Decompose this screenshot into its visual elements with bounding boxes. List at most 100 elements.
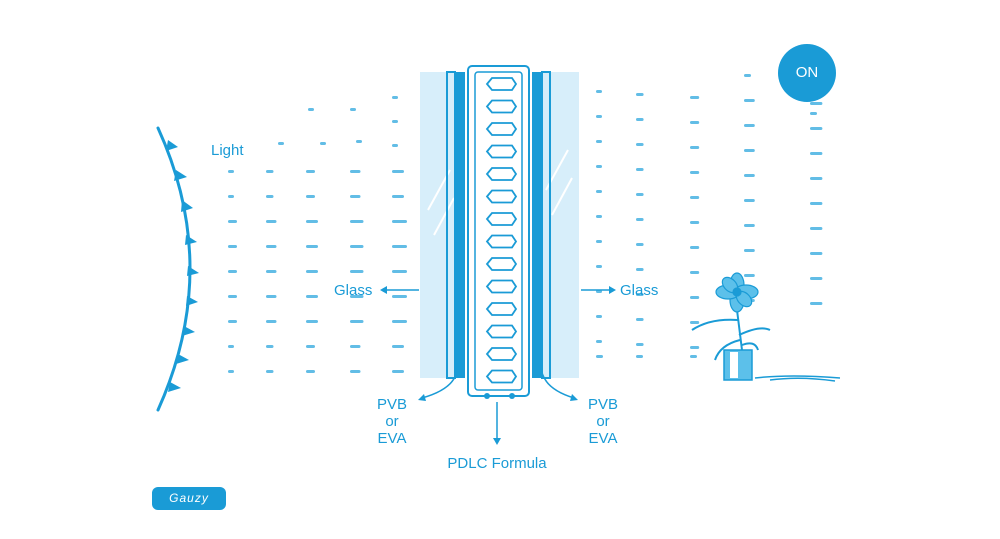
light-dash: [320, 142, 326, 145]
light-dash: [744, 224, 755, 227]
incoming-light-dashes: [228, 96, 407, 373]
light-dash: [810, 277, 823, 280]
light-dash: [690, 346, 700, 349]
pvb-label-right-line-1: PVB: [587, 396, 618, 413]
light-dash: [392, 320, 407, 323]
light-dash: [228, 370, 234, 373]
glass-pane-right: [537, 72, 579, 378]
light-dash: [690, 146, 700, 149]
light-dash: [228, 345, 234, 348]
light-dash: [690, 121, 700, 124]
light-dash: [690, 171, 700, 174]
label-arrows: [380, 286, 616, 445]
light-dash: [228, 320, 237, 323]
light-dash: [596, 315, 602, 318]
light-dash: [350, 320, 364, 323]
light-dash: [744, 99, 755, 102]
light-dash: [690, 221, 700, 224]
light-dash: [810, 202, 823, 205]
light-dash: [392, 295, 407, 298]
light-dash: [228, 195, 234, 198]
light-dash: [306, 270, 318, 273]
light-dash: [266, 320, 277, 323]
light-dash: [636, 143, 644, 146]
light-dash: [306, 195, 315, 198]
light-dash: [690, 271, 700, 274]
light-dash: [266, 370, 274, 373]
light-dash: [350, 270, 364, 273]
light-dash: [306, 345, 315, 348]
light-dash: [392, 170, 404, 173]
light-dash: [350, 370, 361, 373]
light-dash: [278, 142, 284, 145]
light-dash: [306, 170, 315, 173]
light-label: Light: [211, 142, 244, 159]
light-dash: [636, 93, 644, 96]
light-dash: [636, 355, 643, 358]
plant-in-pot: [691, 272, 841, 382]
light-dash: [596, 265, 602, 268]
light-dash: [636, 118, 644, 121]
light-dash: [596, 115, 602, 118]
smart-glass-stack: [420, 65, 579, 399]
liquid-crystal-cell: [485, 302, 518, 316]
light-dash: [350, 108, 356, 111]
light-dash: [810, 127, 823, 130]
light-dash: [306, 245, 318, 248]
liquid-crystal-cell: [485, 347, 518, 361]
light-dash: [596, 340, 602, 343]
light-dash: [596, 355, 603, 358]
light-dash: [810, 252, 823, 255]
light-dash: [636, 168, 644, 171]
liquid-crystals: [485, 77, 518, 384]
light-dash: [810, 112, 817, 115]
light-dash: [350, 195, 361, 198]
light-dash: [810, 102, 823, 105]
light-dash: [596, 90, 602, 93]
transmitted-light-dashes: [596, 74, 823, 358]
pvb-label-left-line-3: EVA: [377, 430, 407, 447]
liquid-crystal-cell: [485, 167, 518, 181]
light-dash: [744, 249, 755, 252]
liquid-crystal-cell: [485, 324, 518, 339]
light-dash: [266, 220, 277, 223]
liquid-crystal-cell: [485, 369, 518, 384]
light-dash: [228, 220, 237, 223]
light-dash: [392, 345, 404, 348]
light-dash: [266, 245, 277, 248]
liquid-crystal-cell: [485, 122, 518, 136]
light-dash: [636, 218, 644, 221]
pvb-label-left-line-1: PVB: [376, 396, 407, 413]
light-dash: [266, 170, 274, 173]
light-dash: [690, 196, 700, 199]
light-dash: [308, 108, 314, 111]
light-dash: [596, 190, 602, 193]
pvb-label-left: PVB or EVA: [372, 396, 412, 447]
light-dash: [392, 195, 404, 198]
light-dash: [306, 320, 318, 323]
liquid-crystal-cell: [485, 189, 518, 204]
pvb-layer-left: [455, 72, 465, 378]
flower: [715, 272, 759, 313]
light-dash: [228, 270, 237, 273]
light-dash: [636, 343, 644, 346]
light-dash: [350, 345, 361, 348]
light-dash: [636, 293, 644, 296]
light-dash: [392, 370, 404, 373]
liquid-crystal-cell: [485, 144, 518, 159]
light-dash: [690, 296, 700, 299]
light-dash: [636, 193, 644, 196]
light-dash: [350, 245, 364, 248]
light-dash: [392, 245, 407, 248]
light-dash: [266, 295, 277, 298]
light-dash: [596, 240, 602, 243]
pdlc-formula-label: PDLC Formula: [447, 455, 547, 472]
light-dash: [810, 227, 823, 230]
light-dash: [744, 124, 755, 127]
light-dash: [266, 270, 277, 273]
light-dash: [350, 170, 361, 173]
light-dash: [690, 96, 700, 99]
light-dash: [306, 295, 318, 298]
liquid-crystal-cell: [485, 257, 518, 271]
